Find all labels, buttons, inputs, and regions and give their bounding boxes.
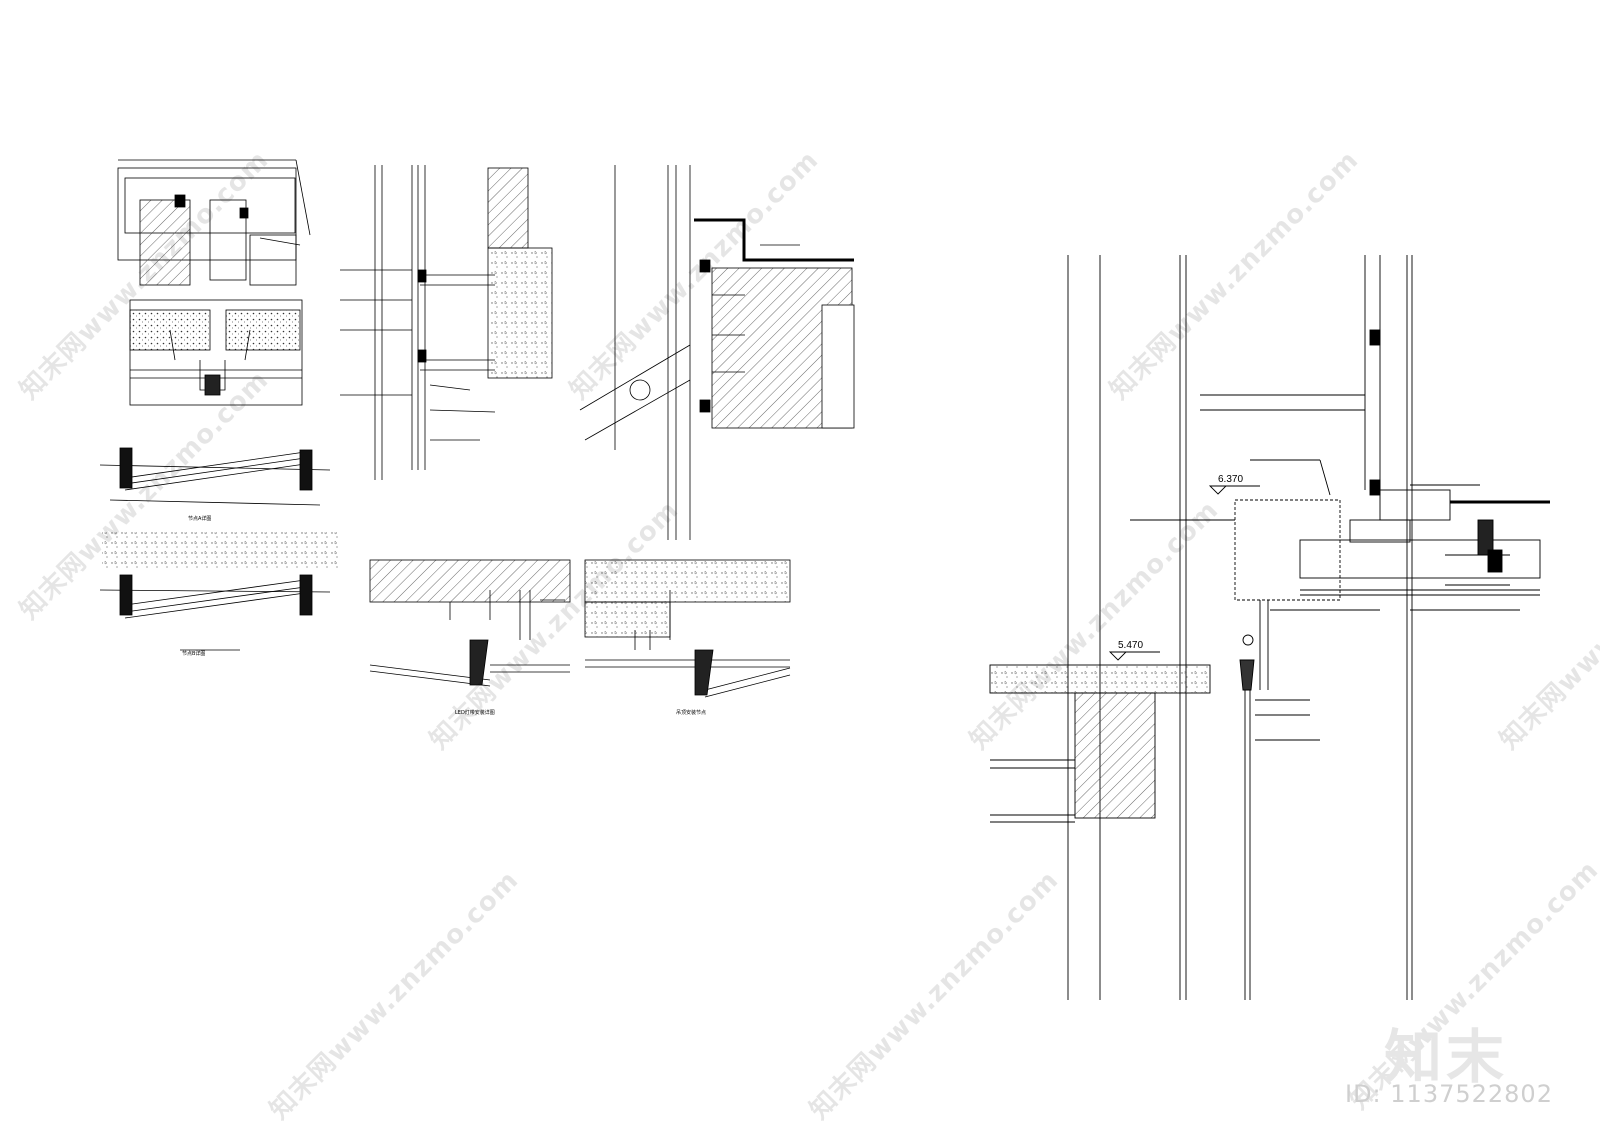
detail-slab-section (129, 299, 303, 406)
detail-vertical-section-b (579, 165, 855, 540)
brand-logo: 知末 (1384, 1023, 1509, 1091)
caption-detail-a: 节点A详图 (188, 515, 211, 522)
level-mark-lower: 5.470 (1118, 640, 1143, 651)
caption-detail-b: 节点B详图 (182, 650, 205, 657)
detail-ceiling-hanger-b (584, 559, 791, 698)
caption-detail-d: 吊顶安装节点 (676, 709, 706, 716)
detail-ceiling-hanger-a (369, 559, 571, 687)
main-detail-section (989, 255, 1550, 1000)
detail-vertical-section-a (340, 165, 553, 480)
detail-sloped-glazing-a (99, 447, 331, 506)
caption-detail-c: LED灯带安装详图 (455, 709, 495, 716)
image-id-label: ID: 1137522802 (1345, 1080, 1553, 1108)
detail-top-left-plan (117, 159, 311, 286)
detail-sloped-glazing-b (99, 532, 338, 651)
level-mark-upper: 6.370 (1218, 474, 1243, 485)
